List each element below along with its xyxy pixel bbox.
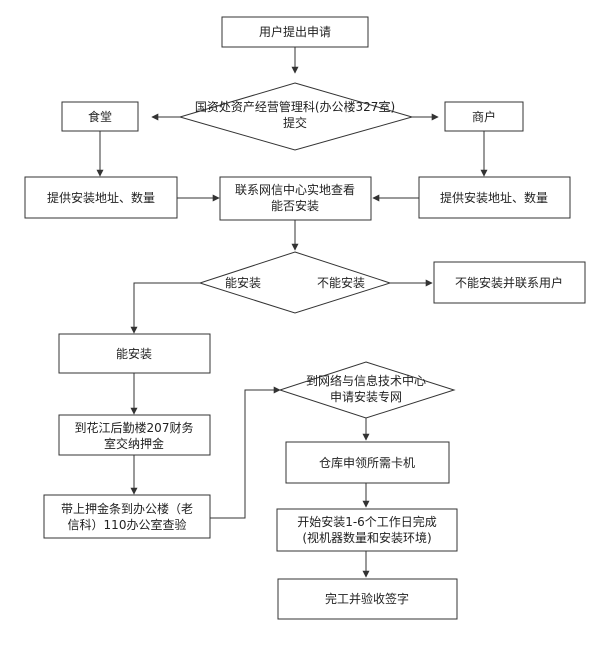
node-start-install-label-line2: (视机器数量和安装环境) [302,530,431,545]
edge-bring-to-apply [210,386,281,519]
node-decision1: 国资处资产经营管理科(办公楼327室) 提交 [178,82,414,151]
node-start-install: 开始安装1-6个工作日完成 (视机器数量和安装环境) [276,508,458,552]
node-deposit-label-line1: 到花江后勤楼207财务 [75,420,194,435]
node-warehouse: 仓库申领所需卡机 [285,441,450,484]
node-merchant-label: 商户 [472,109,496,124]
node-start-label: 用户提出申请 [259,24,331,39]
node-cannot-install: 不能安装并联系用户 [433,261,586,304]
node-decision2-no-label: 不能安装 [317,275,365,290]
node-canteen-label: 食堂 [88,109,112,124]
node-apply-network: 到网络与信息技术中心 申请安装专网 [278,361,456,419]
node-apply-network-label-line1: 到网络与信息技术中心 [306,373,426,388]
edge-decision2-to-can [130,282,200,334]
node-start: 用户提出申请 [221,16,369,48]
node-provide-left: 提供安装地址、数量 [24,176,178,219]
node-bring-receipt-label-line2: 信科）110办公室查验 [68,517,187,532]
node-can-install-label: 能安装 [116,346,152,361]
node-deposit-label-line2: 室交纳押金 [104,436,164,451]
node-bring-receipt: 带上押金条到办公楼（老 信科）110办公室查验 [43,494,211,539]
node-finish: 完工并验收签字 [277,578,458,620]
node-decision1-label-line2: 提交 [283,115,307,130]
node-decision2: 能安装 不能安装 [198,251,392,314]
node-warehouse-label: 仓库申领所需卡机 [319,455,415,470]
node-cannot-install-label: 不能安装并联系用户 [455,275,563,290]
node-provide-right: 提供安装地址、数量 [418,176,571,219]
node-survey-label-line1: 联系网信中心实地查看 [235,182,355,197]
node-can-install: 能安装 [58,333,211,374]
node-decision2-yes-label: 能安装 [225,275,261,290]
node-start-install-label-line1: 开始安装1-6个工作日完成 [297,514,437,529]
node-canteen: 食堂 [61,101,139,132]
node-finish-label: 完工并验收签字 [325,591,409,606]
edges [96,47,488,578]
node-apply-network-label-line2: 申请安装专网 [330,389,402,404]
node-survey-label-line2: 能否安装 [271,198,319,213]
node-decision1-label-line1: 国资处资产经营管理科(办公楼327室) [195,99,395,114]
node-bring-receipt-label-line1: 带上押金条到办公楼（老 [61,501,193,516]
node-provide-left-label: 提供安装地址、数量 [47,190,155,205]
node-provide-right-label: 提供安装地址、数量 [440,190,548,205]
node-deposit: 到花江后勤楼207财务 室交纳押金 [58,414,211,456]
node-survey: 联系网信中心实地查看 能否安装 [219,176,372,221]
node-merchant: 商户 [444,101,524,132]
